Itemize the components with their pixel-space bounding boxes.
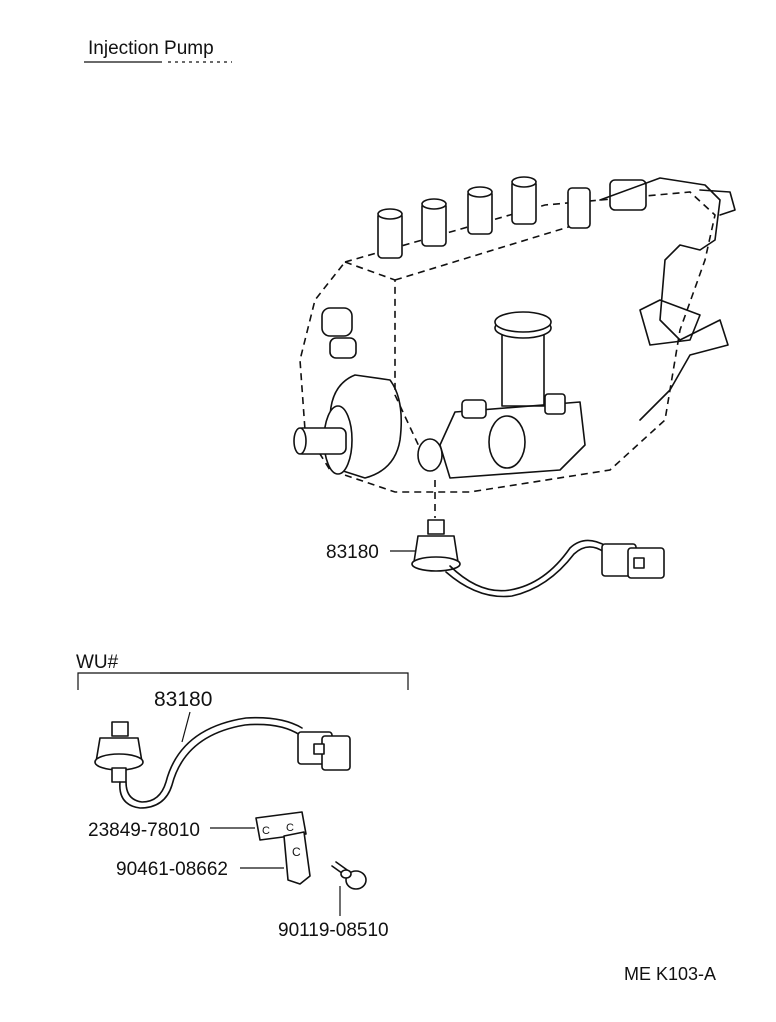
drawing-code: ME K103-A (624, 964, 716, 984)
bracket-c-mark-2: C (286, 822, 294, 834)
callout-bracket: 23849-78010 (88, 820, 200, 841)
callout-clamp: 90461-08662 (116, 859, 228, 880)
lower-knock-sensor (94, 716, 351, 809)
injection-pump-illustration (293, 176, 736, 518)
callout-upper-sensor: 83180 (326, 542, 379, 563)
diagram-title: Injection Pump (88, 38, 214, 59)
callout-bolt: 90119-08510 (278, 920, 389, 941)
upper-knock-sensor (411, 519, 665, 598)
bracket-c-mark: C (262, 825, 270, 837)
clamp-c-mark: C (292, 845, 301, 859)
leader-lower-sensor (181, 711, 191, 743)
bolt-part (331, 861, 367, 890)
group-label: WU# (76, 652, 119, 673)
callout-lower-sensor: 83180 (154, 688, 212, 711)
clamp-part: C (283, 831, 311, 885)
bracket-part: C C (255, 811, 307, 841)
